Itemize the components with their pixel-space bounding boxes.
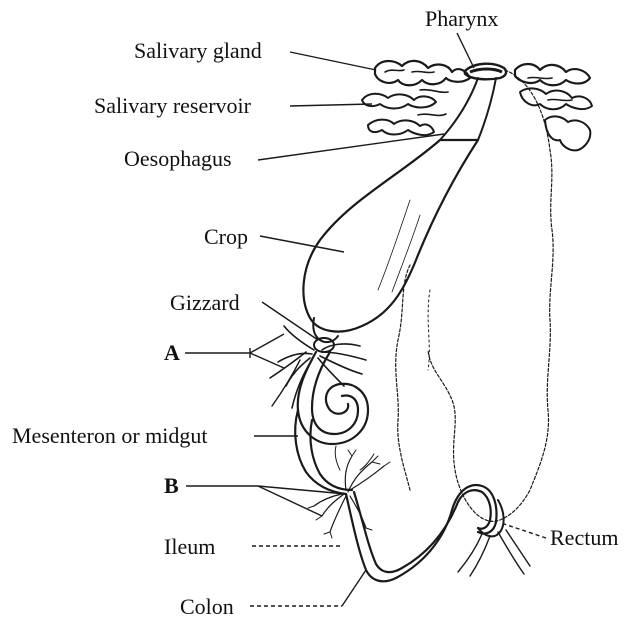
oesophagus — [440, 78, 496, 140]
crop — [303, 140, 478, 332]
label-a: A — [164, 342, 180, 364]
label-salivary-gland: Salivary gland — [134, 40, 262, 62]
label-oesophagus: Oesophagus — [124, 148, 232, 170]
label-pharynx: Pharynx — [425, 8, 498, 30]
label-b: B — [164, 475, 179, 497]
leader-lines — [185, 33, 546, 606]
label-mesenteron: Mesenteron or midgut — [12, 425, 208, 447]
label-colon: Colon — [180, 596, 234, 618]
label-ileum: Ileum — [164, 536, 215, 558]
pharynx — [465, 64, 506, 80]
hindgut — [346, 485, 504, 581]
salivary-gland-right — [515, 64, 592, 150]
label-salivary-reservoir: Salivary reservoir — [94, 95, 251, 117]
label-crop: Crop — [204, 226, 248, 248]
label-gizzard: Gizzard — [170, 292, 240, 314]
label-rectum: Rectum — [550, 527, 618, 549]
